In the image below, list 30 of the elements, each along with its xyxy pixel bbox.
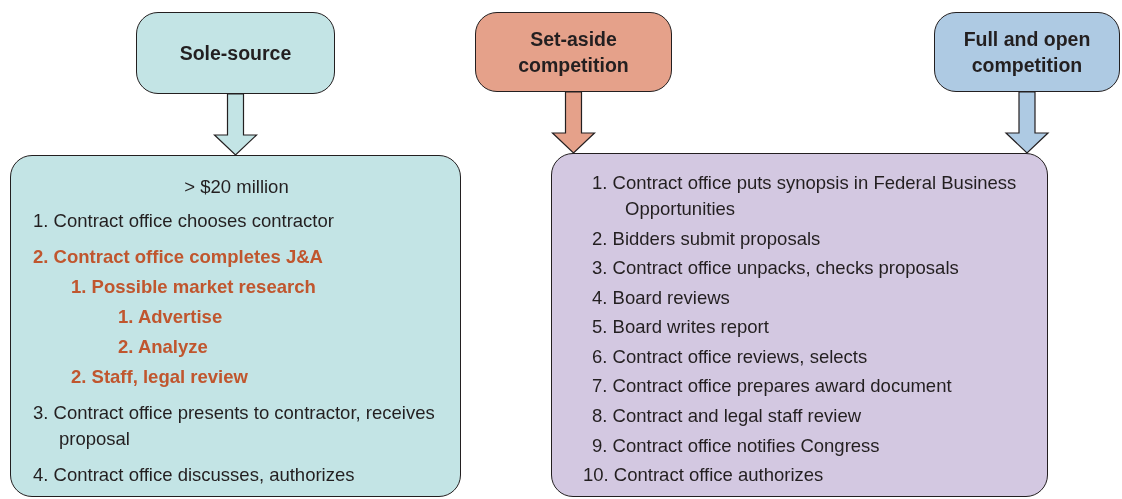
box-title: Set-aside competition [517, 27, 630, 78]
box-title: Sole-source [178, 41, 293, 66]
block-arrow [1004, 91, 1050, 154]
list-item: 4. Board reviews [592, 286, 731, 310]
step-list-box [10, 155, 461, 497]
list-item: 3. Contract office unpacks, checks proposals [592, 256, 960, 280]
block-arrow [551, 91, 596, 154]
list-item: 9. Contract office notifies Congress [592, 434, 881, 458]
procurement-type-box [475, 12, 672, 92]
list-item: 5. Board writes report [592, 315, 770, 339]
list-item: 1. Advertise [118, 305, 224, 329]
step-list-box [551, 153, 1048, 497]
list-item: 10. Contract office authorizes [583, 463, 825, 487]
list-item: 6. Contract office reviews, selects [592, 345, 869, 369]
list-item: 2. Contract office completes J&A [33, 245, 324, 269]
list-item: 3. Contract office presents to contractor, receives proposal [33, 401, 436, 451]
list-item: 2. Analyze [118, 335, 209, 359]
box-title: Full and open competition [962, 27, 1092, 78]
list-item: 1. Contract office puts synopsis in Federal Business Opportunities [592, 171, 1018, 221]
list-item: 1. Possible market research [71, 275, 317, 299]
threshold-text: > $20 million [183, 175, 290, 199]
procurement-type-box [136, 12, 335, 94]
procurement-type-box [934, 12, 1120, 92]
list-item: 8. Contract and legal staff review [592, 404, 863, 428]
list-item: 2. Staff, legal review [71, 365, 249, 389]
list-item: 1. Contract office chooses contractor [33, 209, 335, 233]
list-item: 4. Contract office discusses, authorizes [33, 463, 356, 487]
list-item: 7. Contract office prepares award document [592, 374, 953, 398]
block-arrow [213, 93, 258, 156]
list-item: 2. Bidders submit proposals [592, 227, 822, 251]
